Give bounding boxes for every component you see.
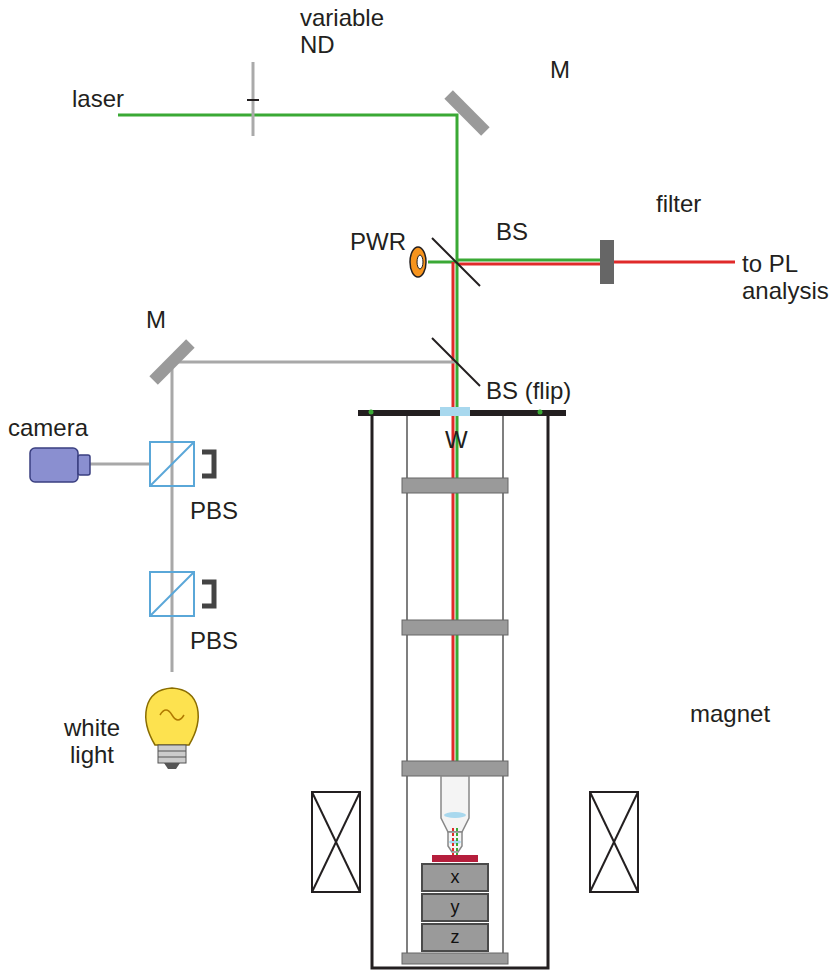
filter xyxy=(600,240,614,284)
cryostat-wall xyxy=(372,416,548,968)
camera-path xyxy=(90,463,150,466)
sample xyxy=(432,855,478,862)
stage-block: x xyxy=(421,863,489,892)
plate xyxy=(402,953,508,964)
beam-dump xyxy=(202,582,214,606)
part-label: BS xyxy=(496,218,528,245)
part-label: W xyxy=(445,426,468,453)
seal xyxy=(538,410,543,415)
flip-beamsplitter xyxy=(432,338,480,386)
pl-beam xyxy=(457,263,600,266)
pbs-cube xyxy=(150,572,194,616)
pl-beam xyxy=(452,828,454,855)
laser-beam xyxy=(456,262,459,828)
part-label: M xyxy=(146,306,166,333)
pbs-diagonal xyxy=(150,572,194,616)
lens xyxy=(449,840,461,844)
camera-body xyxy=(30,448,78,482)
magnet-coil xyxy=(312,792,638,892)
window xyxy=(440,407,470,416)
plate xyxy=(402,761,508,776)
plate xyxy=(402,478,508,493)
plate xyxy=(402,620,508,635)
stage-block: y xyxy=(421,893,489,922)
part-label: to PL analysis xyxy=(742,250,834,304)
laser-beam xyxy=(456,828,458,855)
light-bulb xyxy=(146,688,198,769)
part-label: M xyxy=(550,56,570,83)
nd-tick xyxy=(247,99,259,101)
part-label: magnet xyxy=(690,700,770,727)
part-label: laser xyxy=(72,85,124,112)
objective xyxy=(441,776,469,832)
laser-beam xyxy=(457,259,600,262)
stage-block: z xyxy=(421,923,489,952)
pbs-diagonal xyxy=(150,442,194,486)
part-label: PBS xyxy=(190,627,238,654)
rod xyxy=(406,416,408,955)
laser-beam xyxy=(118,115,457,262)
objective-tip xyxy=(448,832,462,852)
part-label: camera xyxy=(8,414,88,441)
rod xyxy=(502,416,504,955)
stage-label: y xyxy=(451,897,460,918)
camera-lens xyxy=(78,455,90,475)
power-meter-center xyxy=(417,255,423,269)
part-label: BS (flip) xyxy=(486,377,571,404)
part-label: white light xyxy=(52,714,132,768)
part-label: PWR xyxy=(350,228,406,255)
part-label: filter xyxy=(656,190,701,217)
seal xyxy=(369,410,374,415)
part-label: PBS xyxy=(190,497,238,524)
pbs-cube xyxy=(150,442,194,486)
pl-beam xyxy=(452,262,455,828)
mirror xyxy=(149,339,194,384)
part-label: variable ND xyxy=(300,4,410,58)
stage-label: z xyxy=(451,927,460,948)
beam-dump xyxy=(202,452,214,476)
power-meter xyxy=(410,247,426,277)
stage-label: x xyxy=(451,867,460,888)
beamsplitter xyxy=(432,238,480,286)
lens xyxy=(444,812,466,818)
mirror xyxy=(444,90,489,135)
pl-beam xyxy=(614,261,735,264)
